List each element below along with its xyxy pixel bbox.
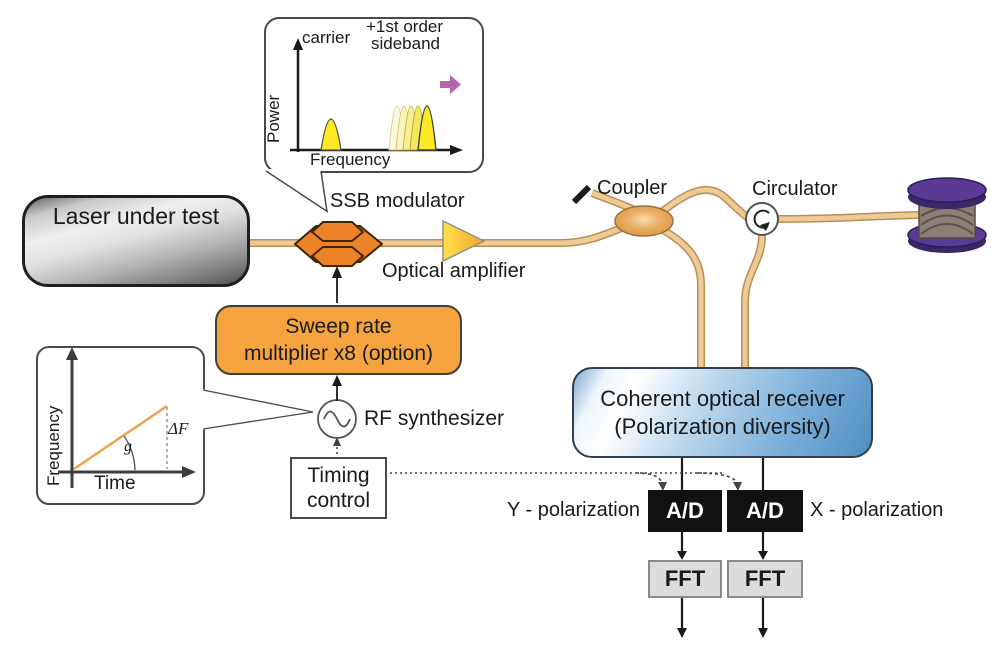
ssb-modulator-label: SSB modulator <box>330 190 465 212</box>
ssb-modulator-icon <box>294 221 383 267</box>
time-axis-label: Time <box>94 473 136 494</box>
fiber-spool-icon <box>907 177 987 253</box>
sweep-slope-label: g <box>124 438 132 455</box>
optical-amplifier-label: Optical amplifier <box>382 260 526 282</box>
frequency-axis-label-chirp: Frequency <box>44 405 63 486</box>
timing-line1: Timing <box>307 463 370 487</box>
timing-control-lines <box>333 437 742 491</box>
fiber-paths <box>250 185 921 372</box>
sweep-line2: multiplier x8 (option) <box>243 342 434 365</box>
sweep-rate-multiplier-box: Sweep rate multiplier x8 (option) <box>215 305 462 375</box>
signal-arrows <box>332 266 768 638</box>
chirp-inset <box>36 346 314 505</box>
optical-amplifier-icon <box>442 219 486 263</box>
spectrum-inset <box>264 17 484 213</box>
laser-under-test-box <box>22 195 250 287</box>
sweep-direction-arrow <box>440 75 461 94</box>
timing-line2: control <box>306 489 371 512</box>
carrier-label: carrier <box>302 28 351 47</box>
receiver-line2: (Polarization diversity) <box>614 413 831 439</box>
coherent-receiver-box: Coherent optical receiver (Polarization … <box>572 367 873 458</box>
ad-converter-x: A/D <box>727 490 803 532</box>
fft-block-x: FFT <box>727 560 803 598</box>
y-polarization-label: Y - polarization <box>506 499 640 521</box>
frequency-axis-label-spectrum: Frequency <box>310 150 391 169</box>
sideband-label-line2: sideband <box>371 34 441 53</box>
fiber-terminator <box>571 184 592 205</box>
ad-converter-y: A/D <box>648 490 722 532</box>
coupler-label: Coupler <box>597 177 668 199</box>
rf-synthesizer-icon <box>317 399 357 439</box>
receiver-line1: Coherent optical receiver <box>600 386 845 411</box>
power-axis-label: Power <box>264 94 283 143</box>
sweep-line1: Sweep rate <box>285 314 392 338</box>
fft-block-y: FFT <box>648 560 722 598</box>
timing-control-box: Timing control <box>290 457 387 519</box>
laser-label: Laser under test <box>52 203 220 229</box>
coupler-icon <box>614 205 674 237</box>
rf-synthesizer-label: RF synthesizer <box>364 407 505 430</box>
frequency-excursion-label: ΔF <box>168 419 189 438</box>
circulator-label: Circulator <box>752 178 838 200</box>
sideband-label-line1: +1st order <box>366 17 444 36</box>
circulator-icon <box>745 202 779 236</box>
x-polarization-label: X - polarization <box>810 499 944 521</box>
